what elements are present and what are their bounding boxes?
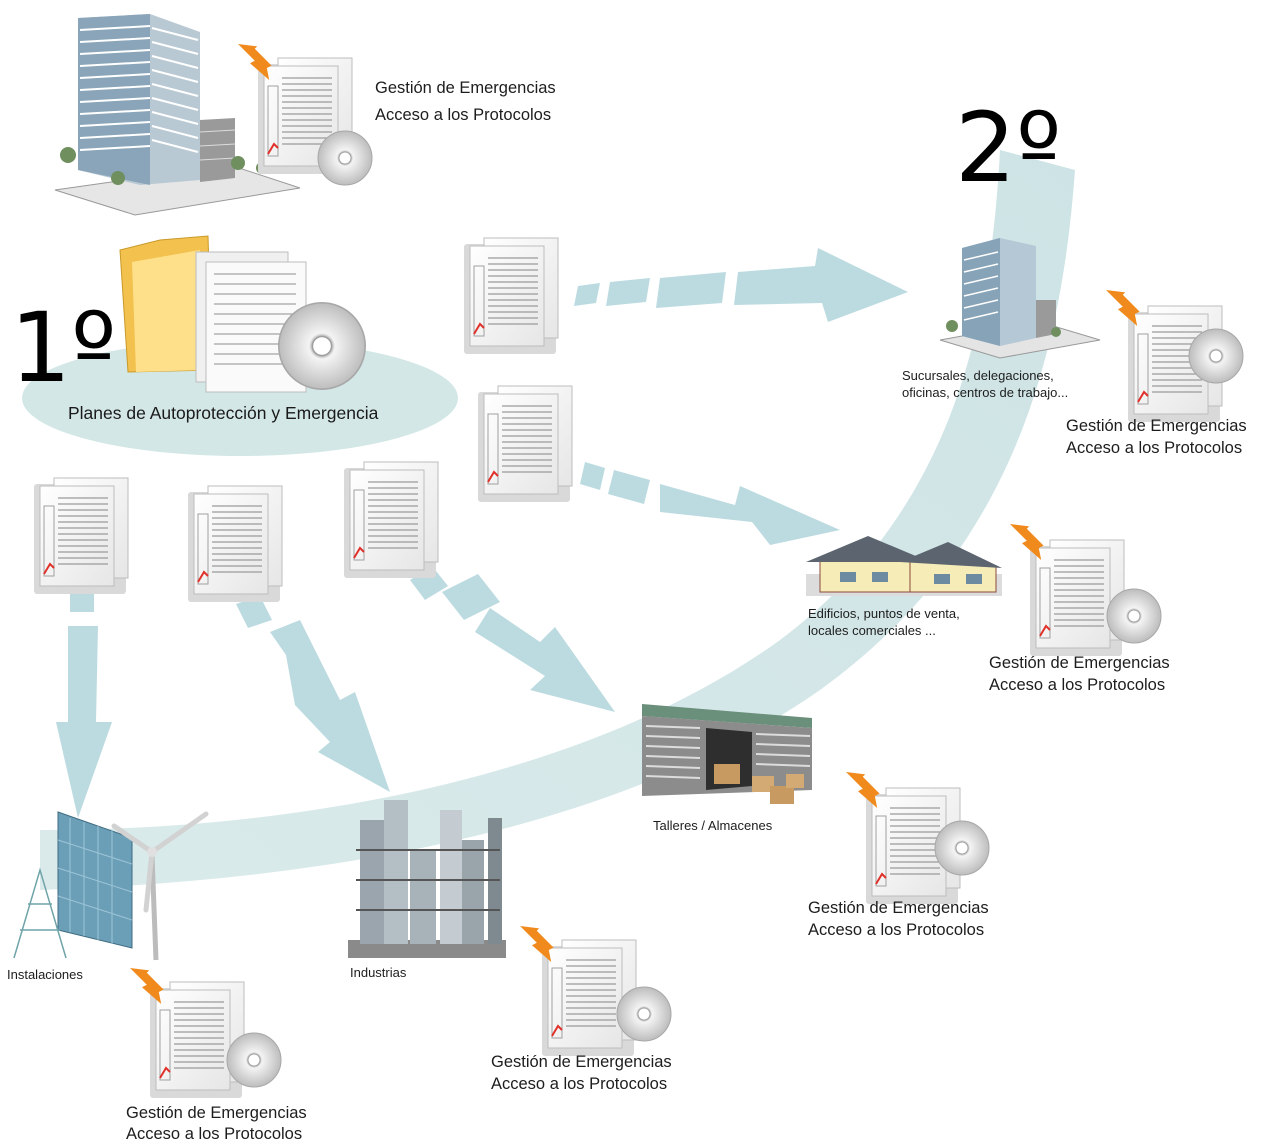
emergency-caption-edificios-line1: Gestión de Emergencias [989, 654, 1170, 672]
emergency-caption-edificios-line2: Acceso a los Protocolos [989, 676, 1166, 694]
edificios-label-line2: locales comerciales ... [808, 623, 936, 638]
warehouse-illustration [642, 704, 812, 804]
edificios-label-line1: Edificios, puntos de venta, [808, 606, 960, 621]
step-2-number: 2º [955, 92, 1062, 204]
plan-folder-illustration [119, 235, 366, 393]
industrial-plant-illustration [348, 800, 506, 958]
sucursales-label-line2: oficinas, centros de trabajo... [902, 385, 1069, 400]
industrias-label: Industrias [350, 965, 407, 980]
emergency-caption-hq-line2: Acceso a los Protocolos [375, 106, 552, 124]
emergency-caption-hq-line1: Gestión de Emergencias [375, 79, 556, 97]
emergency-caption-talleres-line2: Acceso a los Protocolos [808, 921, 985, 939]
plan-label: Planes de Autoprotección y Emergencia [68, 403, 379, 423]
emergency-caption-talleres-line1: Gestión de Emergencias [808, 899, 989, 917]
step-1-number: 1º [10, 292, 117, 404]
emergency-caption-instalaciones-line2: Acceso a los Protocolos [126, 1125, 303, 1143]
emergency-caption-sucursales-line1: Gestión de Emergencias [1066, 417, 1247, 435]
commercial-building-illustration [806, 536, 1002, 596]
headquarters-building-illustration [54, 14, 301, 216]
emergency-caption-sucursales-line2: Acceso a los Protocolos [1066, 439, 1243, 457]
energy-installation-illustration [13, 811, 209, 961]
emergency-caption-industrias-line1: Gestión de Emergencias [491, 1053, 672, 1071]
talleres-label: Talleres / Almacenes [653, 818, 773, 833]
emergency-caption-industrias-line2: Acceso a los Protocolos [491, 1075, 668, 1093]
branch-building-illustration [939, 238, 1101, 359]
instalaciones-label: Instalaciones [7, 967, 83, 982]
sucursales-label-line1: Sucursales, delegaciones, [902, 368, 1054, 383]
emergency-caption-instalaciones-line1: Gestión de Emergencias [126, 1104, 307, 1122]
